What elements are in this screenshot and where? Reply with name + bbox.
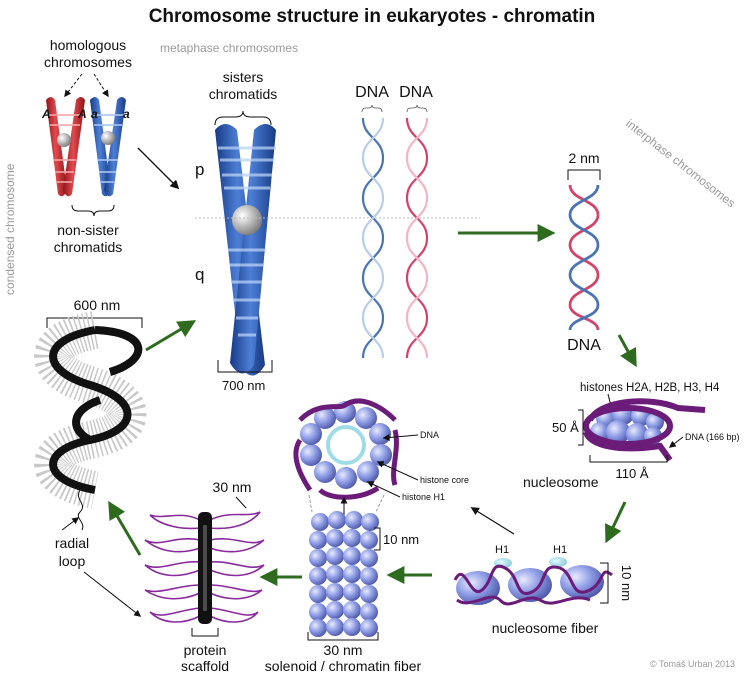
size-110A-label: 110 Å — [615, 466, 648, 481]
non-sister-brace — [71, 204, 115, 217]
homologous-pointer-right — [93, 73, 109, 98]
nucleosome: histones H2A, H2B, H3, H4 50 Å DNA (166 … — [523, 382, 740, 490]
non-sister-label-1: non-sister — [57, 222, 119, 238]
arrow-condensed-to-metaphase — [145, 320, 197, 352]
q-arm-label: q — [195, 265, 204, 284]
allele-label-2: A — [77, 107, 87, 121]
nucleosome-fiber-label: nucleosome fiber — [492, 620, 599, 636]
dna-166-label: DNA (166 bp) — [685, 432, 740, 442]
dna-helices: DNA DNA — [355, 84, 433, 359]
p-arm-label: p — [195, 160, 204, 179]
radial-label-1: radial — [55, 535, 89, 551]
size-50A-label: 50 Å — [552, 420, 579, 435]
dna-small-label: DNA — [420, 430, 439, 440]
h1-right-label: H1 — [553, 544, 567, 556]
radial-label-2: loop — [59, 553, 86, 569]
histone-core-label: histone core — [420, 475, 469, 485]
condensed-chromosome: 600 nm radial loop — [34, 297, 147, 569]
size-10nm-solenoid-label: 10 nm — [383, 532, 419, 547]
condensed-label: condensed chromosome — [3, 163, 17, 295]
nucleosome-label: nucleosome — [523, 474, 599, 490]
blue-chromosome — [90, 97, 126, 197]
allele-label-3: a — [91, 107, 98, 121]
interphase-label: interphase chromosomes — [623, 116, 738, 210]
h1-left-label: H1 — [495, 544, 509, 556]
metaphase-label: metaphase chromosomes — [160, 41, 298, 55]
homologous-chromosomes: homologous chromosomes A A a a — [41, 37, 132, 255]
solenoid-cross-section — [293, 398, 399, 500]
solenoid-label: solenoid / chromatin fiber — [265, 658, 422, 674]
size-700-label: 700 nm — [222, 378, 265, 393]
size-30nm-loop-label: 30 nm — [213, 479, 252, 495]
allele-label-4: a — [123, 107, 130, 121]
radial-loop-pointer — [61, 517, 80, 531]
arrow-to-nucleosome — [617, 334, 637, 368]
homologous-pointer-left — [64, 73, 83, 98]
dna-label-2: DNA — [399, 84, 433, 101]
dna-helix-label: DNA — [567, 337, 601, 354]
histones-label: histones H2A, H2B, H3, H4 — [580, 382, 720, 394]
solenoid-column — [309, 511, 379, 637]
size-600-label: 600 nm — [74, 297, 121, 313]
arrow-to-metaphase — [137, 147, 180, 190]
solenoid: DNA histone core histone H1 10 nm 30 nm … — [265, 398, 469, 674]
protein-label-2: scaffold — [181, 658, 229, 674]
size-30nm-solenoid-label: 30 nm — [324, 642, 363, 658]
fiber-to-solenoid-pointer — [470, 507, 515, 535]
copyright: © Tomáš Urban 2013 — [650, 659, 735, 669]
sisters-label-1: sisters — [223, 69, 263, 85]
size-2nm-label: 2 nm — [568, 150, 599, 166]
protein-scaffold: 30 nm protein scaffold — [144, 479, 265, 674]
radial-to-scaffold-pointer — [83, 571, 142, 617]
centromere — [232, 205, 262, 235]
sisters-brace — [214, 110, 272, 126]
homologous-label-1: homologous — [50, 37, 126, 53]
metaphase-chromosome: sisters chromatids p q 700 nm — [195, 69, 480, 393]
nucleosome-fiber: H1 H1 10 nm nucleosome fiber — [453, 507, 634, 636]
size-700-bracket — [217, 360, 273, 373]
red-chromosome — [46, 97, 85, 197]
arrow-scaffold-to-condensed — [108, 500, 142, 556]
interphase-dna: 2 nm DNA — [567, 150, 601, 354]
protein-label-1: protein — [184, 642, 227, 658]
homologous-label-2: chromosomes — [44, 54, 132, 70]
dna-166-pointer — [668, 436, 684, 448]
dna-label-1: DNA — [355, 84, 389, 101]
allele-label-1: A — [41, 107, 51, 121]
histone-h1-label: histone H1 — [402, 492, 445, 502]
non-sister-label-2: chromatids — [54, 239, 122, 255]
diagram-title: Chromosome structure in eukaryotes - chr… — [149, 6, 596, 27]
size-10nm-fiber-label: 10 nm — [619, 565, 634, 601]
sisters-label-2: chromatids — [209, 86, 277, 102]
arrow-to-fiber — [605, 501, 627, 544]
